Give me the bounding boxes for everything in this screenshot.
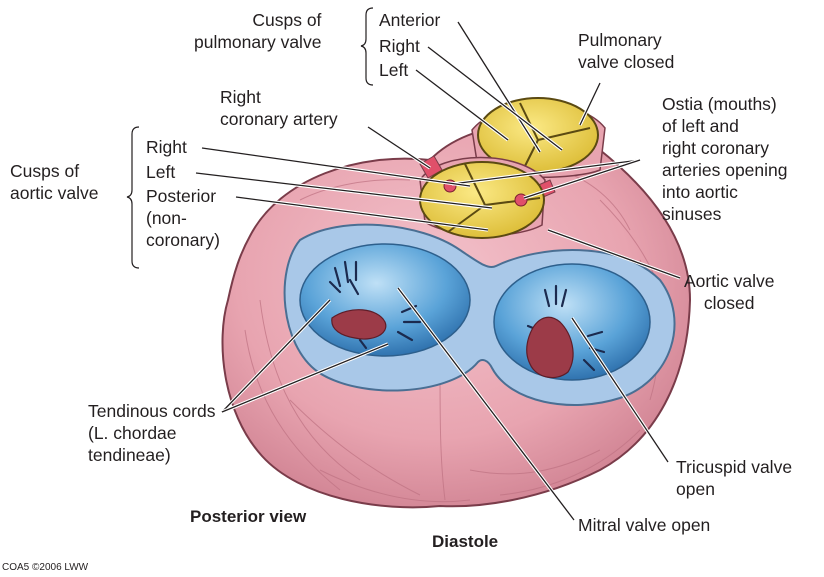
left-coronary-ostium [514,193,528,207]
label-pulmonary-left: Left [379,60,409,80]
label-line: (L. chordae [88,423,177,443]
label-aortic-right: Right [146,137,187,157]
copyright-notice: COA5 ©2006 LWW [2,562,89,573]
label-pulmonary-anterior: Anterior [379,10,441,30]
label-line: open [676,479,715,499]
label-line: Ostia (mouths) [662,94,777,114]
label-line: closed [703,293,755,313]
label-line: of left and [662,116,739,136]
label-line: aortic valve [10,183,99,203]
label-aortic-left: Left [146,162,176,182]
mitral-leaflet [331,309,387,340]
label-right-coronary-artery: Right coronary artery [220,86,338,130]
label-line: into aortic [662,182,738,202]
label-line: Aortic valve [684,271,775,291]
label-diastole: Diastole [432,532,499,551]
label-pulmonary-right: Right [379,36,420,56]
label-line: tendineae) [88,445,171,465]
muscle-fibers [244,169,666,503]
mitral-orifice [299,243,471,357]
label-line: Cusps of [252,10,322,30]
aortic-commissures [447,163,541,233]
tricuspid-leaflet [526,316,574,379]
label-pulmonary-valve-closed: Pulmonary valve closed [578,29,674,73]
label-line: sinuses [662,204,722,224]
label-line: (non- [146,208,187,228]
label-line: Tricuspid valve [676,457,793,477]
label-line: coronary) [146,230,220,250]
label-tendinous-cords: Tendinous cords (L. chordae tendineae) [88,400,215,466]
label-line: Posterior [146,186,217,206]
label-line: valve closed [578,52,675,72]
label-line: arteries opening [662,160,788,180]
label-line: coronary artery [220,109,338,129]
label-mitral-valve-open: Mitral valve open [578,515,711,535]
label-tricuspid-valve-open: Tricuspid valve open [676,456,792,500]
leader-lines [195,21,681,522]
label-line: Tendinous cords [88,401,216,421]
label-aortic-valve-closed: Aortic valve closed [684,270,774,314]
label-line: right coronary [662,138,769,158]
bracket-pulmonary-cusps [360,7,374,86]
label-ostia: Ostia (mouths) of left and right coronar… [662,93,788,225]
label-posterior-view: Posterior view [190,507,307,526]
bracket-aortic-cusps [126,126,140,269]
label-cusps-of-aortic-valve: Cusps of aortic valve [10,160,99,204]
label-cusps-of-pulmonary-valve: Cusps of pulmonary valve [194,9,321,53]
label-aortic-posterior: Posterior (non- coronary) [146,185,220,251]
label-line: Pulmonary [578,30,662,50]
label-line: Right [220,87,261,107]
label-line: Cusps of [10,161,80,181]
label-line: pulmonary valve [194,32,322,52]
